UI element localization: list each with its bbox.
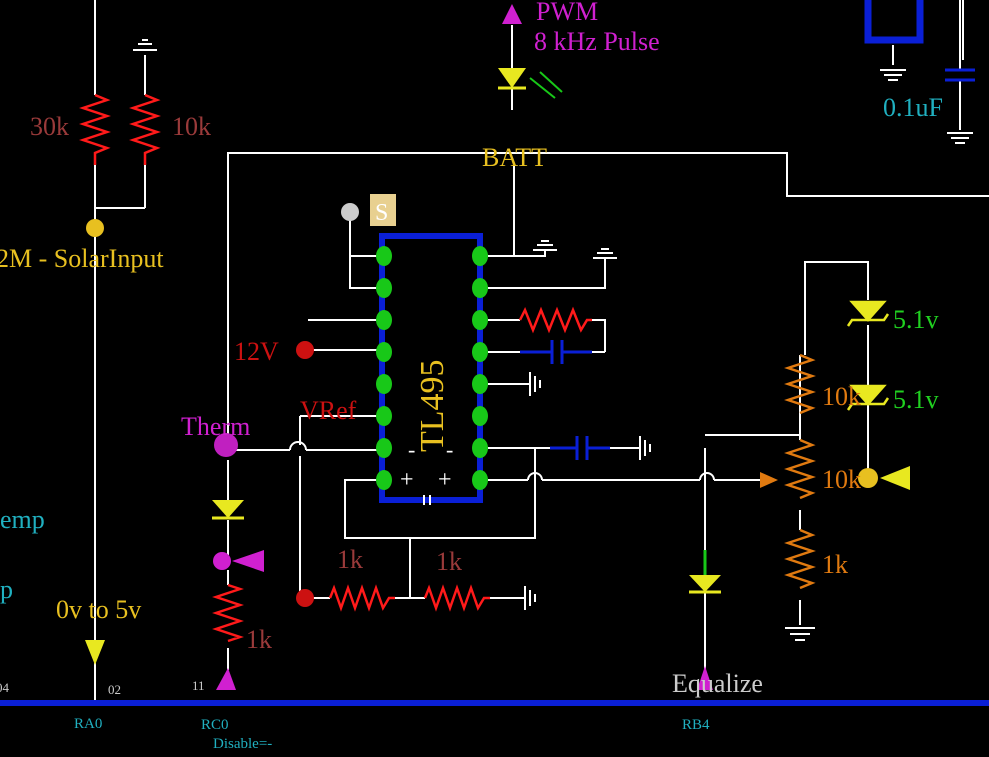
resistor-10k-top-label: 10k xyxy=(172,112,211,141)
minus-label-2: - xyxy=(446,437,453,462)
port-rb4-label[interactable]: RB4 xyxy=(682,717,710,733)
cap-0-1uf-label: 0.1uF xyxy=(883,93,943,122)
temp-label: emp xyxy=(0,505,45,534)
chip-pin-10 xyxy=(472,438,488,458)
batt-label: BATT xyxy=(482,143,547,172)
v12-label: 12V xyxy=(234,337,279,366)
resistor-pin10 xyxy=(518,306,592,334)
resistor-30k xyxy=(79,93,111,165)
resistor-10k-top xyxy=(129,93,161,165)
s-tag xyxy=(370,194,396,226)
chip-pin-2 xyxy=(376,278,392,298)
zener-1-label: 5.1v xyxy=(893,305,939,334)
zener-2-label: 5.1v xyxy=(893,385,939,414)
pwm-label: PWM xyxy=(536,0,598,26)
rb4-arrow xyxy=(697,666,713,690)
chip-pin-16 xyxy=(472,246,488,266)
rc0-arrow xyxy=(216,668,236,690)
chip-pin-15 xyxy=(472,278,488,298)
chip-pin-11 xyxy=(472,406,488,426)
capacitor-0-1uf xyxy=(945,68,975,82)
pot-node[interactable] xyxy=(858,468,878,488)
s-tag-label: S xyxy=(375,200,388,226)
pin-04-label: 04 xyxy=(0,680,10,695)
pot-wiper-arrow xyxy=(760,472,778,488)
pwm-arrow xyxy=(502,4,522,24)
vref-label: VRef xyxy=(300,396,357,425)
chip-pin-9 xyxy=(472,470,488,490)
chip-pin-8 xyxy=(376,470,392,490)
chip-pin-4 xyxy=(376,342,392,362)
equalize-diode xyxy=(689,550,721,594)
chip-pin-3 xyxy=(376,310,392,330)
range-label: 0v to 5v xyxy=(56,595,141,624)
wires xyxy=(94,0,989,700)
plus-label-1: + xyxy=(400,467,414,493)
pin-02-label: 02 xyxy=(108,682,121,697)
zener-diode-2 xyxy=(846,384,890,411)
solar-input-label: 2M - SolarInput xyxy=(0,244,164,273)
s-probe-node[interactable] xyxy=(341,203,359,221)
resistor-1k-a xyxy=(328,584,395,612)
port-ra0-label[interactable]: RA0 xyxy=(74,716,102,732)
resistor-1k-right xyxy=(784,528,816,590)
resistor-10k-upper xyxy=(784,353,816,415)
temp-probe-label: p xyxy=(0,575,13,604)
divider-node[interactable] xyxy=(296,589,314,607)
zener-diode-1 xyxy=(846,300,890,327)
pin-11-label: 11 xyxy=(192,678,205,693)
solar-input-node[interactable] xyxy=(86,219,104,237)
ra0-arrow xyxy=(85,640,105,665)
resistor-1k-b xyxy=(423,584,490,612)
resistor-1k-therm xyxy=(212,583,244,643)
chip-pins xyxy=(376,246,488,490)
chip-pin-13 xyxy=(472,342,488,362)
resistor-1k-therm-label: 1k xyxy=(246,625,272,654)
disable-probe[interactable] xyxy=(213,552,231,570)
chip-pin-7 xyxy=(376,438,392,458)
disable-probe-arrow xyxy=(232,550,264,572)
resistor-1k-right-label: 1k xyxy=(822,550,848,579)
potentiometer-10k xyxy=(784,438,816,500)
chip-pin-12 xyxy=(472,374,488,394)
pot-probe-arrow xyxy=(880,466,910,490)
capacitors xyxy=(520,340,610,460)
chip-pin-6 xyxy=(376,406,392,426)
chip-pin-1 xyxy=(376,246,392,266)
port-rc0-label[interactable]: RC0 xyxy=(201,717,229,733)
chip-pin-14 xyxy=(472,310,488,330)
chip-pin-5 xyxy=(376,374,392,394)
pwm-freq-label: 8 kHz Pulse xyxy=(534,27,660,56)
potentiometer-10k-label: 10k xyxy=(822,465,861,494)
therm-diode xyxy=(212,500,244,520)
component-block xyxy=(864,0,924,44)
therm-label: Therm xyxy=(181,412,250,441)
equalize-label: Equalize xyxy=(672,669,763,698)
resistor-1k-b-label: 1k xyxy=(436,547,462,576)
minus-label-1: - xyxy=(408,437,415,462)
v12-node[interactable] xyxy=(296,341,314,359)
resistor-1k-a-label: 1k xyxy=(337,545,363,574)
chip-label: TL495 xyxy=(414,359,451,452)
ground-symbols xyxy=(133,39,973,641)
port-bus xyxy=(0,700,989,706)
resistor-10k-upper-label: 10k xyxy=(822,382,861,411)
therm-node[interactable] xyxy=(214,433,238,457)
resistor-30k-label: 30k xyxy=(30,112,69,141)
disable-label: Disable=- xyxy=(213,736,272,752)
pwm-led xyxy=(498,68,563,99)
plus-label-2: + xyxy=(438,467,452,493)
